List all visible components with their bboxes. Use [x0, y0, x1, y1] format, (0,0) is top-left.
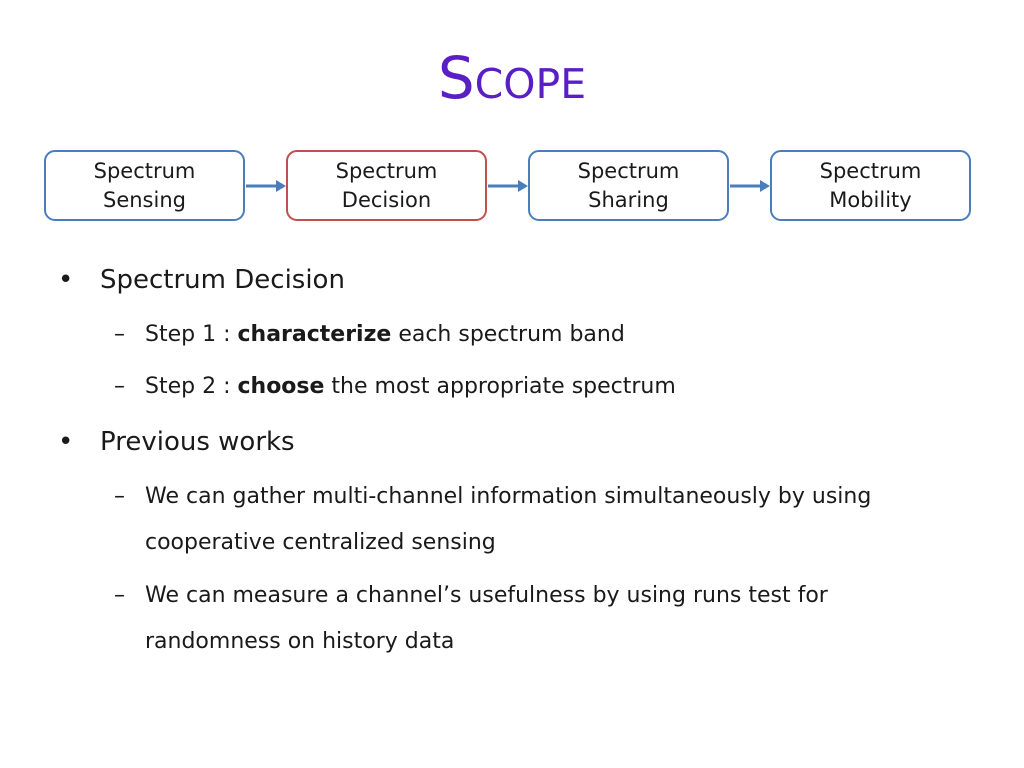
stage-spectrum-sharing: Spectrum Sharing: [528, 150, 729, 221]
stage-label: Spectrum Decision: [335, 158, 438, 212]
stage-spectrum-mobility: Spectrum Mobility: [770, 150, 971, 221]
stage-label: Spectrum Sensing: [93, 158, 196, 212]
bullet-text: Spectrum Decision: [100, 265, 345, 295]
arrow-right-icon: [488, 179, 528, 193]
stage-spectrum-sensing: Spectrum Sensing: [44, 150, 245, 221]
sub-item-text: Step 2 : choose the most appropriate spe…: [145, 374, 676, 399]
dash-icon: –: [114, 374, 125, 399]
dash-icon: –: [114, 484, 125, 509]
sub-item-text: Step 1 : characterize each spectrum band: [145, 322, 625, 347]
stage-label: Spectrum Mobility: [819, 158, 922, 212]
bullet-text: Previous works: [100, 427, 295, 457]
sub-item-text: We can gather multi-channel information …: [145, 484, 872, 555]
bullet-icon: •: [58, 265, 74, 295]
stage-spectrum-decision: Spectrum Decision: [286, 150, 487, 221]
bullet-icon: •: [58, 427, 74, 457]
dash-icon: –: [114, 583, 125, 608]
arrow-right-icon: [246, 179, 286, 193]
flow-diagram: Spectrum Sensing Spectrum Decision Spect…: [0, 0, 1024, 240]
sub-item-text: We can measure a channel’s usefulness by…: [145, 583, 828, 654]
stage-label: Spectrum Sharing: [577, 158, 680, 212]
arrow-right-icon: [730, 179, 770, 193]
slide-title: Scope: [437, 44, 587, 112]
dash-icon: –: [114, 322, 125, 347]
